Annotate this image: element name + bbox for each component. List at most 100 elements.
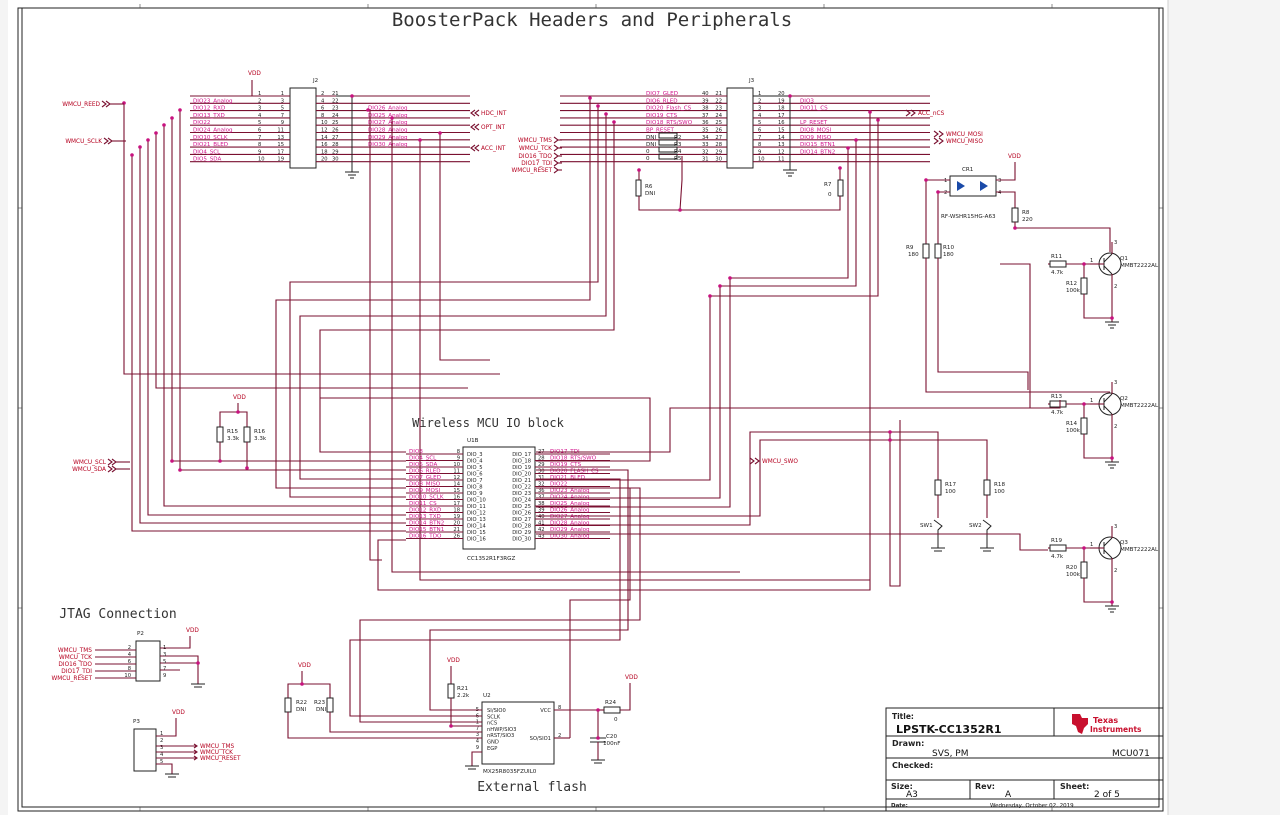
mcu-net-label: DIO26_Analog [550,508,590,514]
transistor-pin: 3 [1114,240,1117,246]
j2-net-label: DIO29_Analog [368,135,408,141]
j3-ref: J3 [748,78,755,84]
j2-pin-number: 3 [281,98,284,104]
j3-pin-number: 5 [758,120,761,126]
junction-dot [1110,316,1114,320]
u2-pin-number: 3 [476,732,479,738]
j3-pin-number: 29 [715,149,722,155]
j2-outer-pin: 27 [332,135,339,141]
j3-pin-number: 1 [758,91,761,97]
junction-dot [728,276,732,280]
transistor-stages: Q1MMBT2222ALR114.7kR12100k123Q2MMBT2222A… [1048,240,1159,613]
base-resistor-ref: R13 [1051,394,1062,400]
j3-net-label: DIO19_CTS [646,113,678,119]
mcu-pin-name: DIO_30 [512,537,531,543]
u2-pin-number: 8 [558,705,561,711]
j2-outer-pin: 21 [332,91,339,97]
junction-dot [245,466,249,470]
r9-value: 180 [908,252,919,258]
u2-pin-name: SI/SIO0 [487,708,506,714]
j2-outer-pin: 9 [258,149,261,155]
port-label: DIO17_TDI [521,161,552,167]
transistor-pin: 3 [1114,524,1117,530]
junction-dot [138,145,142,149]
j2-pin-number: 9 [281,120,284,126]
pullup-vdd-label: VDD [233,395,246,401]
transistor-part: MMBT2222AL [1120,263,1159,269]
j2-net-label: DIO30_Analog [368,142,408,148]
junction-dot [218,459,222,463]
mcu-net-label: DIO13_TXD [409,514,441,520]
mcu-net-label: DIO10_SCLK [409,495,444,501]
j3-outer-pin: 37 [702,113,709,119]
j2-net-label: DIO5_SDA [193,157,221,163]
p3-pin-number: 2 [160,738,163,744]
j3-net-label: DIO7_GLED [646,91,678,97]
base-resistor-value: 4.7k [1051,410,1064,416]
mcu-net-label: DIO27_Analog [550,514,590,520]
mcu-net-label: DIO4_SCL [409,456,437,462]
port-label: WMCU_TCK [519,146,552,152]
j3-pin-number: 2 [758,98,761,104]
r3-label: R3 [674,142,682,148]
r6-ref: R6 [645,184,653,190]
port-label: ACC_nCS [918,111,945,117]
p2-ref: P2 [137,631,144,637]
junction-dot [350,94,354,98]
junction-dot [438,131,442,135]
junction-dot [788,94,792,98]
mcu-net-label: DIO28_Analog [550,521,590,527]
mcu-net-label: DIO23_Analog [550,488,590,494]
junction-dot [1082,262,1086,266]
j2-pin-number: 14 [321,135,328,141]
j3-pin-number: 26 [715,128,722,134]
j2-outer-pin: 25 [332,120,339,126]
junction-dot [162,123,166,127]
pulldown-resistor-value: 100k [1066,288,1081,294]
r10-value: 180 [943,252,954,258]
mcu-pin-number: 30 [538,469,545,475]
port-wmcu-tck: WMCU_TCK [519,144,562,152]
p2-pin-number: 3 [163,652,166,658]
j2-outer-pin: 2 [258,98,261,104]
u2-pin-name: GND [487,740,499,746]
mcu-pin-name: DIO_24 [512,498,532,504]
junction-dot [449,724,453,728]
mcu-pin-number: 21 [453,527,460,533]
p2-pin-number: 7 [163,666,166,672]
p3-ref: P3 [133,719,140,725]
j3-pin-number: 3 [758,106,761,112]
pulldown-resistor-ref: R14 [1066,421,1077,427]
revision: A [1005,790,1012,800]
drawn-caption: Drawn: [892,739,924,748]
port-acc-int: ACC_INT [470,144,506,152]
mcu-pin-name: DIO_12 [467,511,486,517]
port-wmcu-swo: WMCU_SWO [749,457,798,465]
u2-pin-name: nHWP/SIO3 [487,727,516,733]
r16-ref: R16 [254,429,265,435]
port-label: WMCU_RESET [512,168,553,174]
u2-pin-name: SCLK [487,714,501,720]
r4-label: R4 [674,149,682,155]
j3-outer-pin: 16 [778,120,785,126]
junction-dot [596,104,600,108]
port-label: WMCU_TMS [518,138,552,144]
p3-pin-number: 1 [160,731,163,737]
svg-text:Instruments: Instruments [1090,725,1142,734]
junction-dot [936,190,940,194]
mcu-pin-number: 41 [538,521,545,527]
p3-pin-number: 3 [160,745,163,751]
sheet-size: A3 [906,790,918,800]
u2-pin-name: SO/SIO1 [530,736,551,742]
sheet-heading: BoosterPack Headers and Peripherals [392,9,792,31]
j2-pin-number: 8 [321,113,324,119]
mcu-pin-name: DIO_3 [467,452,483,458]
sheet-date: Wednesday, October 02, 2019 [990,803,1074,809]
svg-text:4: 4 [998,190,1002,196]
port-wmcu-mosi: WMCU_MOSI [933,130,983,138]
